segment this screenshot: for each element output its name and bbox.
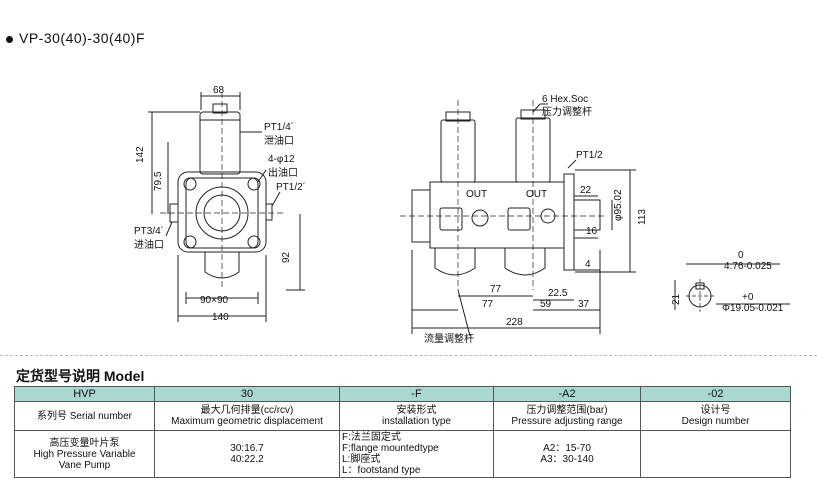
out-label-1: OUT: [466, 189, 487, 200]
dim-16: 16: [586, 226, 598, 237]
pt14-label: PT1/4´: [264, 121, 294, 133]
holes-label: 4-φ12: [268, 154, 295, 165]
model-table: HVP 30 -F -A2 -02 系列号 Serial number 最大几何…: [14, 386, 791, 478]
model-heading: 定货型号说明 Model: [16, 368, 145, 384]
key-width: 4.76-0.025: [724, 261, 772, 272]
drawing-title: VP-30(40)-30(40)F: [6, 30, 145, 46]
shaft-key-detail: [674, 263, 790, 312]
hex-soc-label: 6 Hex.Soc: [542, 94, 588, 105]
section-divider: [0, 355, 817, 356]
technical-drawing: 68 142 79.5 92 90×90 140 PT1/4´ 泄油口 4-φ1…: [134, 85, 790, 345]
dim-90x90: 90×90: [200, 295, 229, 306]
dim-92: 92: [281, 251, 292, 263]
pt12-right-label: PT1/2: [576, 150, 603, 161]
dim-77-a: 77: [490, 284, 502, 295]
side-view: [400, 100, 636, 337]
dim-22-5: 22.5: [548, 288, 568, 299]
front-view: [148, 92, 305, 322]
inlet-port-label: 进油口: [134, 238, 164, 251]
key-zero: 0: [738, 250, 744, 261]
dim-95: φ95.02: [613, 189, 624, 221]
drain-port-label: 泄油口: [264, 134, 294, 147]
dim-59: 59: [540, 299, 552, 310]
key-shaft-dia: Φ19.05-0.021: [722, 303, 784, 314]
key-plus0: +0: [742, 292, 754, 303]
dim-68: 68: [213, 85, 225, 96]
dim-140: 140: [212, 312, 229, 323]
header-cell: HVP: [14, 386, 155, 402]
model-label-row: 系列号 Serial number 最大几何排量(cc/rcv)Maximum …: [14, 401, 791, 431]
pt34-label: PT3/4´: [134, 225, 164, 237]
label-cell: 系列号 Serial number: [14, 401, 155, 431]
header-cell: -F: [339, 386, 494, 402]
pressure-screw-label: 压力调整杆: [542, 105, 592, 118]
dim-37: 37: [578, 299, 590, 310]
label-cell: 最大几何排量(cc/rcv)Maximum geometric displace…: [154, 401, 340, 431]
dim-142: 142: [135, 146, 146, 163]
dim-4: 4: [585, 259, 591, 270]
label-cell: 压力调整范围(bar)Pressure adjusting range: [493, 401, 641, 431]
out-label-2: OUT: [526, 189, 547, 200]
dim-79-5: 79.5: [153, 171, 164, 191]
bullet-icon: [6, 35, 13, 43]
outlet-port-label: 出油口: [268, 166, 298, 179]
key-21: 21: [671, 293, 682, 305]
dim-77-b: 77: [482, 299, 494, 310]
dim-22: 22: [580, 185, 592, 196]
header-cell: -A2: [493, 386, 641, 402]
drawing-labels: 68 142 79.5 92 90×90 140 PT1/4´ 泄油口 4-φ1…: [134, 85, 784, 345]
dim-228: 228: [506, 317, 523, 328]
pt12-label: PT1/2´: [276, 181, 306, 193]
dim-113: 113: [637, 209, 648, 225]
header-cell: 30: [154, 386, 340, 402]
flow-screw-label: 流量调整杆: [424, 332, 474, 345]
header-cell: -02: [640, 386, 791, 402]
model-header-row: HVP 30 -F -A2 -02: [14, 386, 791, 402]
value-cell: [640, 430, 791, 478]
